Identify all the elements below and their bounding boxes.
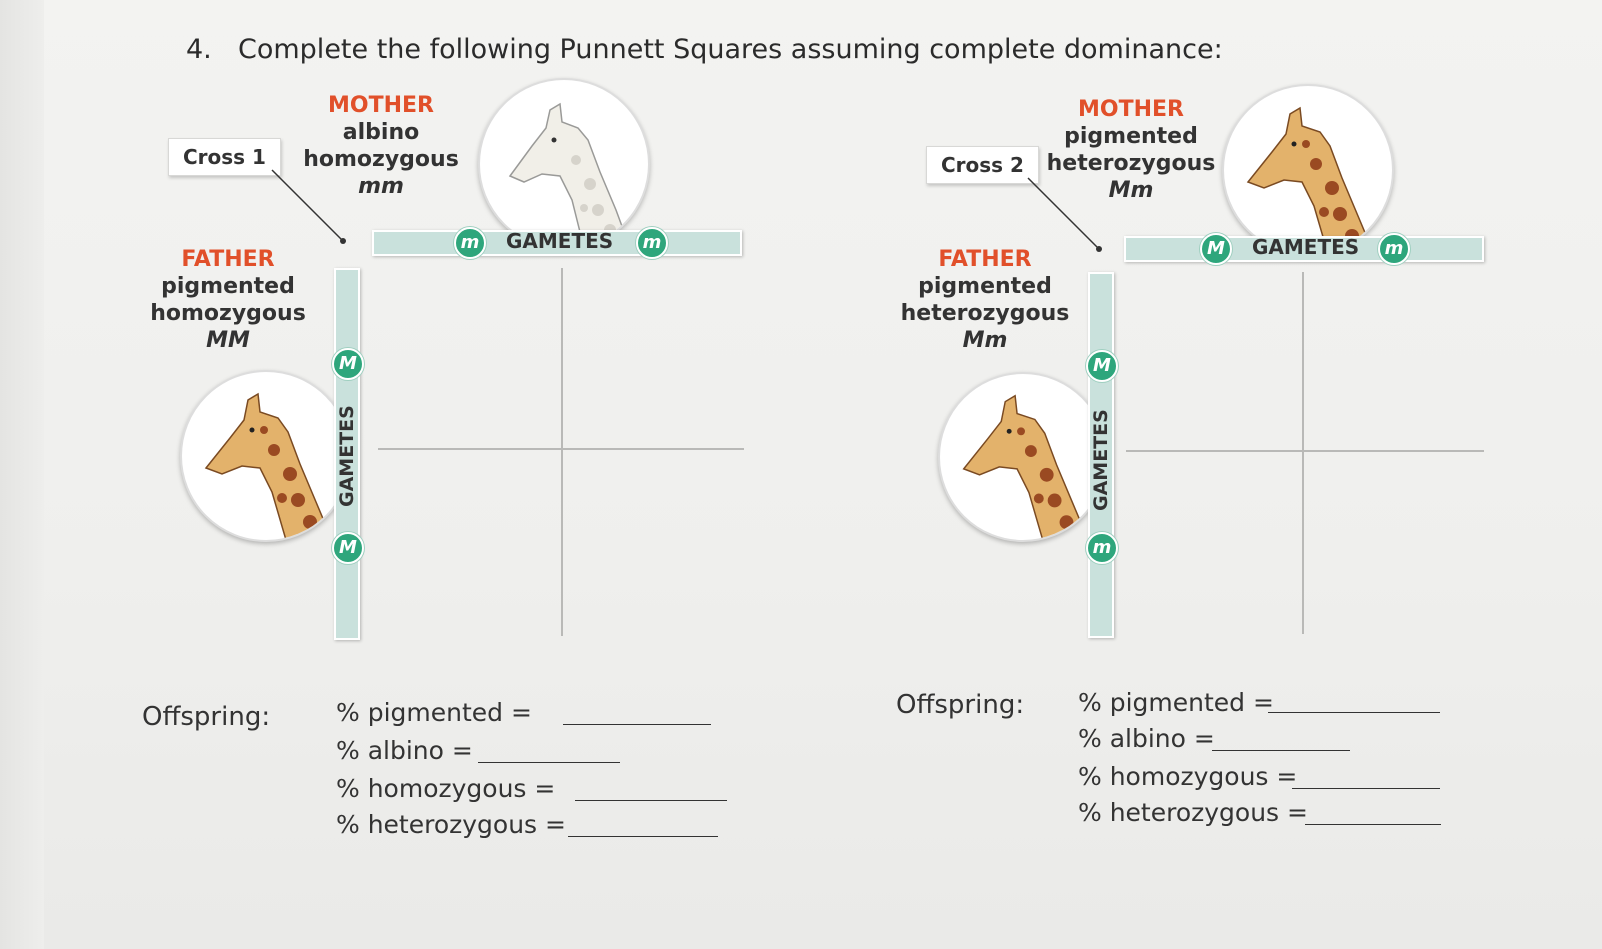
- cross-1-heterozygous: % heterozygous =: [336, 810, 566, 839]
- gametes-label-vertical: GAMETES: [1090, 409, 1112, 511]
- father-phenotype: pigmented: [161, 274, 295, 299]
- cross-2-heterozygous: % heterozygous =: [1078, 798, 1308, 827]
- pigmented-giraffe-icon: [180, 370, 352, 542]
- father-genotype: Mm: [962, 328, 1008, 353]
- mother-role: MOTHER: [328, 93, 434, 118]
- father-gamete-2: M: [332, 532, 364, 564]
- cross-2-pointer: [1027, 177, 1102, 252]
- cross-1-pigmented-blank[interactable]: [563, 724, 711, 725]
- cross-1-homozygous: % homozygous =: [336, 774, 556, 803]
- cross-2-homozygous-blank[interactable]: [1292, 788, 1440, 789]
- cross-2-mother: MOTHER pigmented heterozygous Mm: [1046, 96, 1216, 204]
- cross-1-heterozygous-blank[interactable]: [568, 836, 718, 837]
- cross-1-albino: % albino =: [336, 736, 473, 765]
- cross-2-albino: % albino =: [1078, 724, 1215, 753]
- father-gamete-1: M: [1086, 350, 1118, 382]
- question-prompt: Complete the following Punnett Squares a…: [238, 34, 1223, 65]
- punnett-1-v-divider: [561, 268, 563, 636]
- cross-2-father: FATHER pigmented heterozygous Mm: [900, 246, 1070, 354]
- gametes-label-vertical: GAMETES: [336, 405, 358, 507]
- question-number: 4.: [186, 34, 212, 65]
- mother-gamete-1: M: [1200, 233, 1232, 265]
- father-zygosity: homozygous: [150, 301, 306, 326]
- father-gamete-2: m: [1086, 532, 1118, 564]
- mother-zygosity: heterozygous: [1046, 151, 1216, 176]
- mother-phenotype: pigmented: [1064, 124, 1198, 149]
- mother-gamete-1: m: [454, 227, 486, 259]
- cross-2-mother-gametes-bar: GAMETES: [1124, 235, 1484, 262]
- father-zygosity: heterozygous: [900, 301, 1070, 326]
- punnett-2-h-divider: [1126, 450, 1484, 452]
- cross-2-offspring-label: Offspring:: [896, 690, 1025, 720]
- father-phenotype: pigmented: [918, 274, 1052, 299]
- pigmented-giraffe-icon: [1222, 84, 1394, 256]
- gametes-label: GAMETES: [506, 229, 614, 253]
- cross-2-albino-blank[interactable]: [1212, 750, 1350, 751]
- cross-1-label: Cross 1: [168, 138, 281, 176]
- mother-role: MOTHER: [1078, 97, 1184, 122]
- cross-2-pigmented: % pigmented =: [1078, 688, 1274, 717]
- mother-genotype: Mm: [1108, 178, 1154, 203]
- cross-1-pointer: [271, 169, 346, 244]
- mother-zygosity: homozygous: [303, 147, 459, 172]
- father-role: FATHER: [938, 247, 1032, 272]
- cross-1-offspring-label: Offspring:: [142, 702, 271, 732]
- cross-1-mother: MOTHER albino homozygous mm: [300, 92, 462, 200]
- father-genotype: MM: [206, 328, 250, 353]
- mother-phenotype: albino: [342, 120, 420, 145]
- cross-1-homozygous-blank[interactable]: [575, 800, 727, 801]
- question-text: 4. Complete the following Punnett Squares…: [186, 34, 1223, 65]
- cross-1-father: FATHER pigmented homozygous MM: [142, 246, 314, 354]
- mother-genotype: mm: [358, 174, 404, 199]
- cross-1-pigmented: % pigmented =: [336, 698, 532, 727]
- cross-2-father-gametes-bar: GAMETES: [1088, 272, 1114, 638]
- page-edge: [0, 0, 44, 949]
- cross-1-mother-gametes-bar: GAMETES: [372, 229, 742, 256]
- albino-giraffe-icon: [478, 78, 650, 250]
- cross-2-homozygous: % homozygous =: [1078, 762, 1298, 791]
- gametes-label: GAMETES: [1252, 235, 1360, 259]
- cross-1-albino-blank[interactable]: [478, 762, 620, 763]
- mother-gamete-2: m: [636, 227, 668, 259]
- cross-2-heterozygous-blank[interactable]: [1305, 824, 1441, 825]
- cross-1-father-gametes-bar: GAMETES: [334, 268, 360, 640]
- father-role: FATHER: [181, 247, 275, 272]
- cross-2-label: Cross 2: [926, 146, 1039, 184]
- father-gamete-1: M: [332, 348, 364, 380]
- pigmented-giraffe-icon: [938, 372, 1108, 542]
- cross-2-pigmented-blank[interactable]: [1268, 712, 1440, 713]
- punnett-2-v-divider: [1302, 272, 1304, 634]
- mother-gamete-2: m: [1378, 233, 1410, 265]
